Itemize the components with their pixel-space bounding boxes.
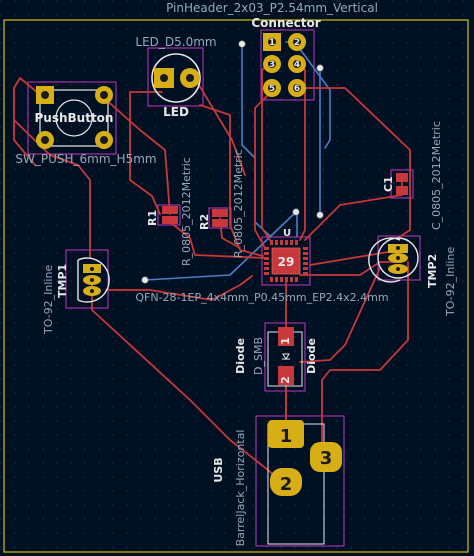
usb-pad-3[interactable] [310, 442, 342, 472]
connector-pad-label: 3 [269, 60, 275, 70]
connector-footprint[interactable]: 1 2 3 4 5 6 [263, 33, 306, 97]
usb-value: BarrelJack_Horizontal [234, 430, 247, 547]
usb-ref: USB [212, 457, 225, 482]
connector-pad-label: 5 [269, 84, 275, 94]
tmp2-value: TO-92_Inline [444, 247, 457, 317]
r2-ref: R2 [198, 214, 211, 230]
diode-pad-label: 2 [279, 376, 292, 384]
connector-pad-label: 2 [294, 38, 300, 48]
tmp2-footprint[interactable] [368, 237, 419, 283]
pushbutton-value: SW_PUSH_6mm_H5mm [15, 152, 156, 166]
tmp1-ref: TMP1 [56, 264, 69, 298]
r1-ref: R1 [146, 210, 159, 226]
led-ref: LED [163, 105, 189, 119]
diode-pad-1[interactable] [278, 327, 294, 346]
connector-pad-label: 4 [294, 60, 300, 70]
ic-ref: U [283, 228, 291, 239]
c1-footprint[interactable] [396, 173, 408, 195]
usb-pad-label: 2 [280, 474, 293, 495]
usb-pad-label: 1 [280, 426, 293, 447]
diode-pad-label: 1 [279, 337, 292, 345]
led-footprint[interactable] [151, 53, 201, 103]
r1-value: R_0805_2012Metric [180, 157, 193, 266]
connector-value: PinHeader_2x03_P2.54mm_Vertical [166, 1, 378, 15]
ic-footprint[interactable] [264, 240, 308, 282]
connector-pad-label: 6 [294, 84, 300, 94]
vias [141, 40, 324, 284]
led-value: LED_D5.0mm [135, 35, 216, 49]
ic-center-pad-label: 29 [278, 255, 295, 269]
pushbutton-footprint[interactable] [36, 86, 113, 149]
board-outline [3, 19, 469, 553]
usb-pad-1[interactable] [268, 420, 304, 448]
r2-footprint[interactable] [212, 209, 228, 227]
c1-value: C_0805_2012Metric [430, 121, 443, 230]
c1-ref: C1 [382, 176, 395, 192]
diode-ref-fab: Diode [305, 338, 318, 374]
ic-exposed-pad[interactable] [271, 247, 301, 275]
tmp1-value: TO-92_Inline [42, 265, 55, 335]
diode-value: D_SMB [252, 337, 265, 375]
diode-pad-2[interactable] [278, 366, 294, 385]
connector-ref: Connector [251, 16, 320, 30]
tmp2-ref: TMP2 [426, 254, 439, 288]
tmp1-footprint[interactable] [77, 257, 110, 303]
r1-footprint[interactable] [162, 206, 178, 224]
usb-pad-2[interactable] [270, 468, 302, 496]
usb-pad-label: 3 [320, 448, 333, 469]
usb-footprint[interactable] [267, 420, 342, 545]
diode-ref: Diode [234, 338, 247, 374]
diode-footprint[interactable] [267, 327, 303, 387]
connector-pad-label: 1 [269, 38, 275, 48]
ic-value: QFN-28-1EP_4x4mm_P0.45mm_EP2.4x2.4mm [135, 291, 388, 304]
r2-value: R_0805_2012Metric [232, 149, 245, 258]
pushbutton-ref: PushButton [35, 111, 114, 125]
